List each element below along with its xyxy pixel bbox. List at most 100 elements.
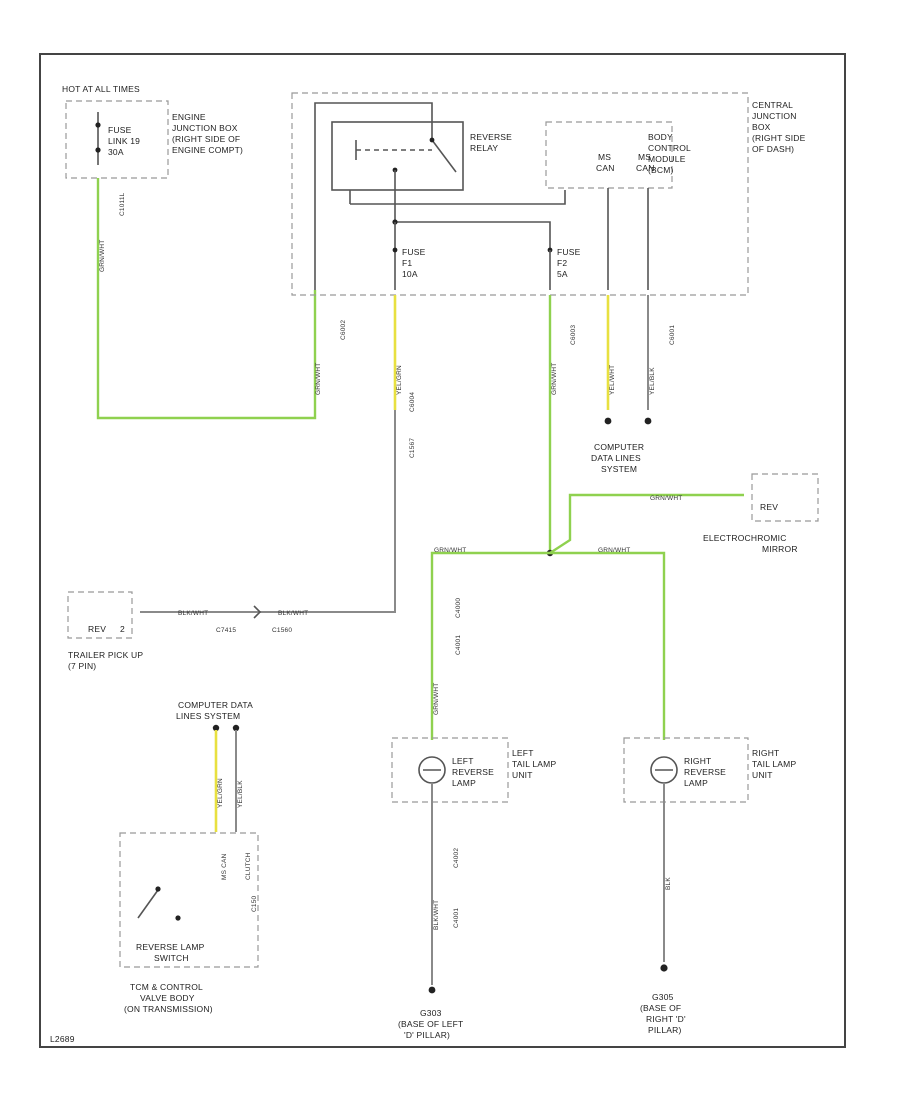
svg-text:FUSE: FUSE — [402, 247, 426, 257]
svg-text:(7 PIN): (7 PIN) — [68, 661, 96, 671]
svg-text:ELECTROCHROMIC: ELECTROCHROMIC — [703, 533, 787, 543]
svg-text:YEL/WHT: YEL/WHT — [609, 365, 616, 395]
svg-text:C6004: C6004 — [409, 392, 416, 412]
hot-at-all-times-label: HOT AT ALL TIMES — [62, 84, 140, 94]
svg-text:(RIGHT SIDE OF: (RIGHT SIDE OF — [172, 134, 240, 144]
svg-text:DATA LINES: DATA LINES — [591, 453, 641, 463]
svg-text:(ON TRANSMISSION): (ON TRANSMISSION) — [124, 1004, 213, 1014]
svg-text:F1: F1 — [402, 258, 412, 268]
svg-text:C6003: C6003 — [570, 325, 577, 345]
svg-text:RIGHT: RIGHT — [684, 756, 711, 766]
svg-text:TAIL LAMP: TAIL LAMP — [752, 759, 796, 769]
svg-text:LEFT: LEFT — [452, 756, 474, 766]
svg-text:BLK/WHT: BLK/WHT — [178, 610, 208, 617]
svg-text:BODY: BODY — [648, 132, 673, 142]
fuse-f1-circuit: C6002 YEL/GRN C6004 C1567 BLK/WHT BLK/WH… — [140, 295, 416, 634]
svg-text:LEFT: LEFT — [512, 748, 534, 758]
svg-text:F2: F2 — [557, 258, 567, 268]
svg-text:LAMP: LAMP — [684, 778, 708, 788]
electrochromic-mirror: REV ELECTROCHROMIC MIRROR — [703, 473, 819, 554]
svg-text:(BASE OF LEFT: (BASE OF LEFT — [398, 1019, 463, 1029]
svg-text:C4000: C4000 — [455, 598, 462, 618]
svg-text:2: 2 — [120, 624, 125, 634]
svg-text:MIRROR: MIRROR — [762, 544, 798, 554]
svg-text:VALVE BODY: VALVE BODY — [140, 993, 195, 1003]
svg-text:GRN/WHT: GRN/WHT — [433, 683, 440, 715]
bcm-can-lines: YEL/WHT YEL/BLK C6001 COMPUTER DATA LINE… — [591, 295, 676, 474]
right-ground-wire: BLK G305 (BASE OF RIGHT 'D' PILLAR) — [640, 783, 686, 1035]
svg-text:REVERSE: REVERSE — [684, 767, 726, 777]
svg-text:REV: REV — [88, 624, 106, 634]
svg-text:GRN/WHT: GRN/WHT — [551, 363, 558, 395]
svg-text:C4002: C4002 — [453, 848, 460, 868]
diagram-frame — [39, 53, 846, 1048]
svg-text:JUNCTION: JUNCTION — [752, 111, 797, 121]
svg-text:30A: 30A — [108, 147, 124, 157]
svg-text:YEL/BLK: YEL/BLK — [237, 780, 244, 808]
svg-text:C4001: C4001 — [455, 635, 462, 655]
svg-text:GRN/WHT: GRN/WHT — [598, 547, 630, 554]
svg-text:GRN/WHT: GRN/WHT — [434, 547, 466, 554]
svg-text:REVERSE LAMP: REVERSE LAMP — [136, 942, 205, 952]
svg-text:C6002: C6002 — [340, 320, 347, 340]
svg-text:YEL/BLK: YEL/BLK — [649, 367, 656, 395]
svg-text:C1011L: C1011L — [119, 192, 126, 216]
svg-text:REV: REV — [760, 502, 778, 512]
svg-text:G305: G305 — [652, 992, 674, 1002]
svg-text:REVERSE: REVERSE — [470, 132, 512, 142]
svg-text:10A: 10A — [402, 269, 418, 279]
svg-text:JUNCTION BOX: JUNCTION BOX — [172, 123, 238, 133]
svg-text:BLK/WHT: BLK/WHT — [278, 610, 308, 617]
svg-text:5A: 5A — [557, 269, 568, 279]
svg-text:BLK/WHT: BLK/WHT — [433, 900, 440, 930]
svg-text:(BASE OF: (BASE OF — [640, 1003, 681, 1013]
svg-text:(BCM): (BCM) — [648, 165, 674, 175]
svg-text:MS: MS — [598, 152, 611, 162]
trailer-pick-up: REV 2 TRAILER PICK UP (7 PIN) — [67, 591, 143, 671]
svg-text:CONTROL: CONTROL — [648, 143, 691, 153]
svg-text:C4001: C4001 — [453, 908, 460, 928]
svg-text:RELAY: RELAY — [470, 143, 498, 153]
svg-text:SWITCH: SWITCH — [154, 953, 189, 963]
svg-text:C150: C150 — [251, 895, 258, 912]
svg-text:UNIT: UNIT — [512, 770, 533, 780]
svg-text:REVERSE: REVERSE — [452, 767, 494, 777]
svg-text:BLK: BLK — [665, 877, 672, 890]
svg-text:CAN: CAN — [596, 163, 615, 173]
svg-text:C1567: C1567 — [409, 438, 416, 458]
svg-text:BOX: BOX — [752, 122, 771, 132]
svg-text:ENGINE COMPT): ENGINE COMPT) — [172, 145, 243, 155]
svg-text:RIGHT: RIGHT — [752, 748, 779, 758]
svg-text:C6001: C6001 — [669, 325, 676, 345]
engine-feed-wire: C1011L GRN/WHT GRN/WHT — [96, 178, 322, 420]
svg-text:CENTRAL: CENTRAL — [752, 100, 793, 110]
svg-text:GRN/WHT: GRN/WHT — [315, 363, 322, 395]
svg-text:OF DASH): OF DASH) — [752, 144, 794, 154]
svg-text:MODULE: MODULE — [648, 154, 686, 164]
left-reverse-lamp: LEFT REVERSE LAMP LEFT TAIL LAMP UNIT — [391, 737, 556, 803]
engine-junction-box: HOT AT ALL TIMES FUSE LINK 19 30A ENGINE… — [62, 84, 243, 179]
svg-text:G303: G303 — [420, 1008, 442, 1018]
fuse-f2-circuit: C6003 GRN/WHT GRN/WHT GRN/WHT GRN/WHT GR… — [430, 295, 744, 740]
svg-text:TCM & CONTROL: TCM & CONTROL — [130, 982, 203, 992]
svg-text:(RIGHT SIDE: (RIGHT SIDE — [752, 133, 806, 143]
central-junction-box: CENTRAL JUNCTION BOX (RIGHT SIDE OF DASH… — [291, 92, 806, 296]
svg-text:PILLAR): PILLAR) — [648, 1025, 682, 1035]
svg-text:COMPUTER DATA: COMPUTER DATA — [178, 700, 253, 710]
svg-text:YEL/GRN: YEL/GRN — [396, 365, 403, 395]
reverse-lamp-switch: COMPUTER DATA LINES SYSTEM YEL/GRN YEL/B… — [119, 700, 259, 1014]
svg-text:COMPUTER: COMPUTER — [594, 442, 644, 452]
svg-text:LAMP: LAMP — [452, 778, 476, 788]
svg-text:FUSE: FUSE — [557, 247, 581, 257]
svg-text:CAN: CAN — [636, 163, 655, 173]
figure-id: L2689 — [50, 1034, 75, 1044]
svg-text:FUSE: FUSE — [108, 125, 132, 135]
svg-text:TAIL LAMP: TAIL LAMP — [512, 759, 556, 769]
svg-text:C1560: C1560 — [272, 627, 292, 634]
left-ground-wire: BLK/WHT C4002 C4001 G303 (BASE OF LEFT '… — [398, 783, 463, 1040]
svg-text:TRAILER PICK UP: TRAILER PICK UP — [68, 650, 143, 660]
svg-text:CLUTCH: CLUTCH — [245, 852, 252, 880]
svg-text:LINK 19: LINK 19 — [108, 136, 140, 146]
svg-text:RIGHT 'D': RIGHT 'D' — [646, 1014, 686, 1024]
svg-text:UNIT: UNIT — [752, 770, 773, 780]
